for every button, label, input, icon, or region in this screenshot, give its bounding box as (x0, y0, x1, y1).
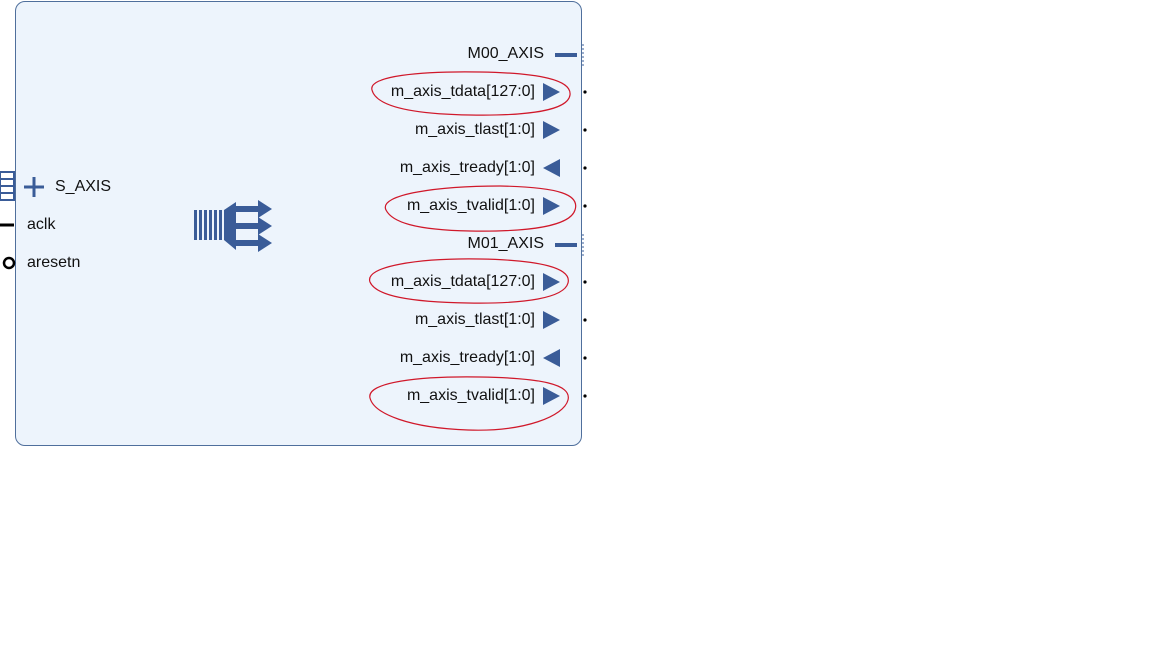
input-arrow-icon[interactable] (541, 158, 587, 180)
ip-block[interactable] (15, 1, 582, 446)
clock-pin-icon[interactable] (0, 216, 20, 236)
m01-tlast-label: m_axis_tlast[1:0] (414, 311, 535, 328)
output-arrow-icon[interactable] (541, 272, 587, 294)
m00-bus-collapse-icon[interactable] (553, 44, 585, 68)
s-axis-bus-icon[interactable] (0, 170, 48, 204)
m00-tvalid-label: m_axis_tvalid[1:0] (406, 197, 535, 214)
input-arrow-icon[interactable] (541, 348, 587, 370)
bus-m00-axis-label: M00_AXIS (467, 45, 544, 62)
axis-broadcaster-icon (194, 200, 272, 252)
output-arrow-icon[interactable] (541, 386, 587, 408)
m01-bus-collapse-icon[interactable] (553, 234, 585, 258)
reset-pin-icon[interactable] (0, 254, 20, 274)
port-s-axis-label: S_AXIS (55, 178, 112, 195)
output-arrow-icon[interactable] (541, 82, 587, 104)
output-arrow-icon[interactable] (541, 196, 587, 218)
bus-m01-axis-label: M01_AXIS (467, 235, 544, 252)
output-arrow-icon[interactable] (541, 120, 587, 142)
m01-tdata-label: m_axis_tdata[127:0] (390, 273, 535, 290)
port-aclk-label: aclk (27, 216, 56, 233)
m00-tlast-label: m_axis_tlast[1:0] (414, 121, 535, 138)
port-aresetn-label: aresetn (27, 254, 81, 271)
m01-tready-label: m_axis_tready[1:0] (399, 349, 535, 366)
m01-tvalid-label: m_axis_tvalid[1:0] (406, 387, 535, 404)
m00-tdata-label: m_axis_tdata[127:0] (390, 83, 535, 100)
m00-tready-label: m_axis_tready[1:0] (399, 159, 535, 176)
output-arrow-icon[interactable] (541, 310, 587, 332)
